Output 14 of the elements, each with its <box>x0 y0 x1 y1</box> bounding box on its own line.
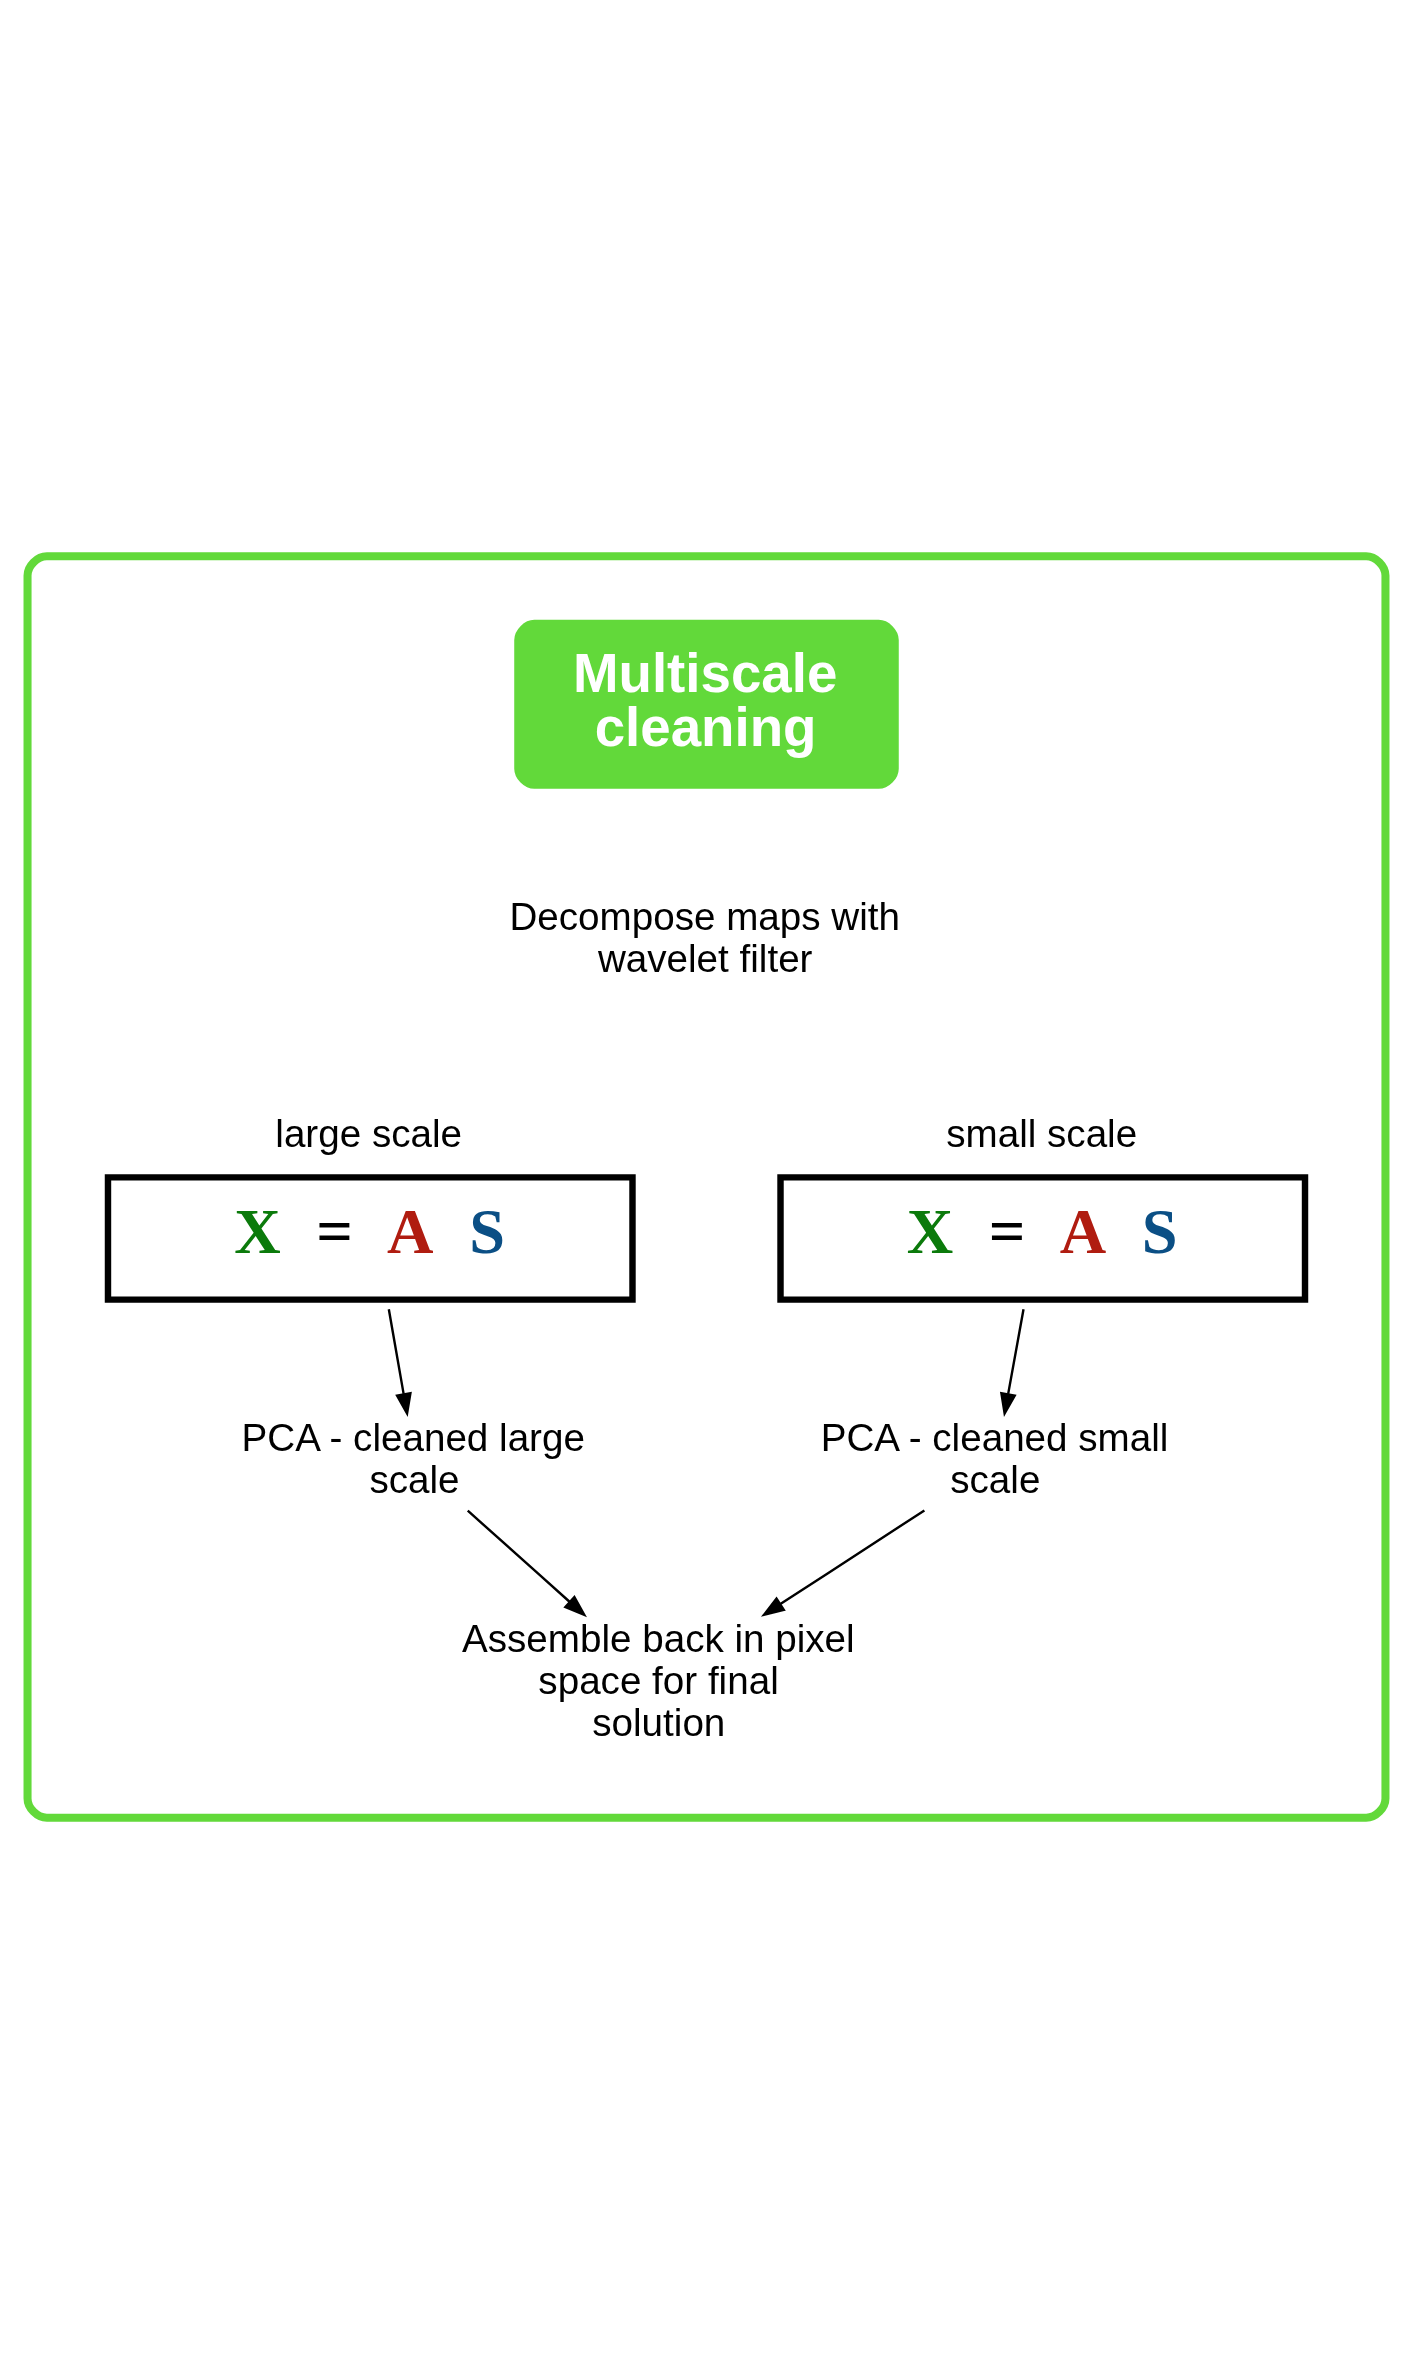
node-box: X = A S <box>777 1174 1309 1303</box>
node-box: Multiscale cleaning <box>514 619 899 789</box>
arrow <box>387 1309 412 1418</box>
cluster <box>23 552 1390 1822</box>
node-box: X = A S <box>104 1174 636 1303</box>
label: Decompose maps with wavelet filter <box>509 894 900 980</box>
arrow <box>999 1309 1025 1418</box>
node-text: Assemble back in pixel space for final solution <box>461 1617 855 1744</box>
node-label: large scale <box>275 1112 463 1156</box>
node-text: PCA - cleaned large scale <box>241 1416 585 1502</box>
arrow <box>760 1509 926 1617</box>
arrow <box>466 1509 587 1618</box>
node-text: PCA - cleaned small scale <box>820 1416 1169 1502</box>
node-label: small scale <box>946 1112 1138 1156</box>
